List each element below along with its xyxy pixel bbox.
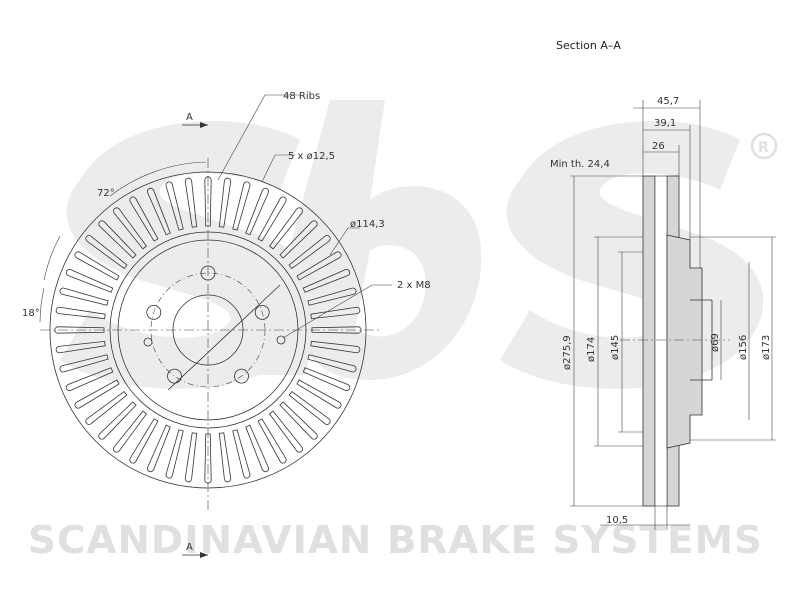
rib [279,220,318,259]
rib [218,177,232,228]
brand-text: SCANDINAVIAN BRAKE SYSTEMS [28,518,763,562]
section-title: Section A–A [556,39,621,52]
rib [184,432,198,483]
rib [288,235,331,270]
front-view: 48 Ribs 5 x ø12,5 ø114,3 2 x M8 72° 18° … [22,91,431,558]
rib [85,235,128,270]
dim-vert-174: ø174 [586,337,597,362]
rib [65,367,114,391]
rib-count-label: 48 Ribs [283,91,320,102]
rib [129,418,159,464]
bolt-hole [234,368,249,384]
dim-vert-69: ø69 [710,333,721,352]
min-thickness-label: Min th. 24,4 [550,159,610,170]
rib [113,410,148,453]
rib [59,287,109,306]
rib [65,269,114,293]
dim-top-2: 39,1 [654,118,676,129]
rib [165,181,184,231]
rib [74,251,120,281]
thread-hole [276,335,286,345]
rib [85,390,128,425]
rib [218,432,232,483]
friction-ring-left [642,175,656,507]
thread-hole [143,337,153,347]
rib [268,207,303,250]
registered-mark: R [750,132,778,160]
bolt-label: 5 x ø12,5 [288,151,335,162]
rib [204,176,212,227]
rib [296,379,342,409]
rib [307,354,357,373]
rib [310,306,361,320]
rib [98,401,137,440]
rib [113,207,148,250]
hat-section [666,234,703,449]
rib [311,326,362,334]
rib-ring [54,176,362,484]
rib [147,424,171,473]
rib [245,424,269,473]
dim-top-1: 45,7 [657,96,679,107]
rib [165,429,184,479]
rib [129,196,159,242]
bolt-hole [254,304,270,320]
rib [59,354,109,373]
rib [74,379,120,409]
rib [302,269,351,293]
rib [302,367,351,391]
bolt-hole [146,304,162,320]
rib [279,401,318,440]
dim-top-3: 26 [652,141,665,152]
dim-vert-275: ø275,9 [562,335,573,370]
dim-vert-173: ø173 [761,335,772,360]
dim-vert-145: ø145 [610,335,621,360]
rib [55,340,106,354]
rib [257,196,287,242]
rib [55,306,106,320]
rib [296,251,342,281]
rib [257,418,287,464]
rib [204,433,212,484]
angle-18-label: 18° [22,308,40,319]
angle-72-label: 72° [97,188,115,199]
dim-vert-156: ø156 [738,335,749,360]
section-view: Section A–A Min th. 24,4 [550,39,776,530]
rib [232,181,251,231]
thread-label: 2 x M8 [397,280,431,291]
rib [232,429,251,479]
rib [288,390,331,425]
rib [54,326,105,334]
section-marker-bottom: A [186,542,193,553]
bolt-hole [167,368,182,384]
rib [147,187,171,236]
rib [98,220,137,259]
svg-text:R: R [758,140,769,156]
rib [307,287,357,306]
rib [310,340,361,354]
rib [245,187,269,236]
section-marker-top: A [186,112,193,123]
dim-bottom: 10,5 [606,515,628,526]
rib [268,410,303,453]
pcd-label: ø114,3 [350,219,385,230]
rib [184,177,198,228]
